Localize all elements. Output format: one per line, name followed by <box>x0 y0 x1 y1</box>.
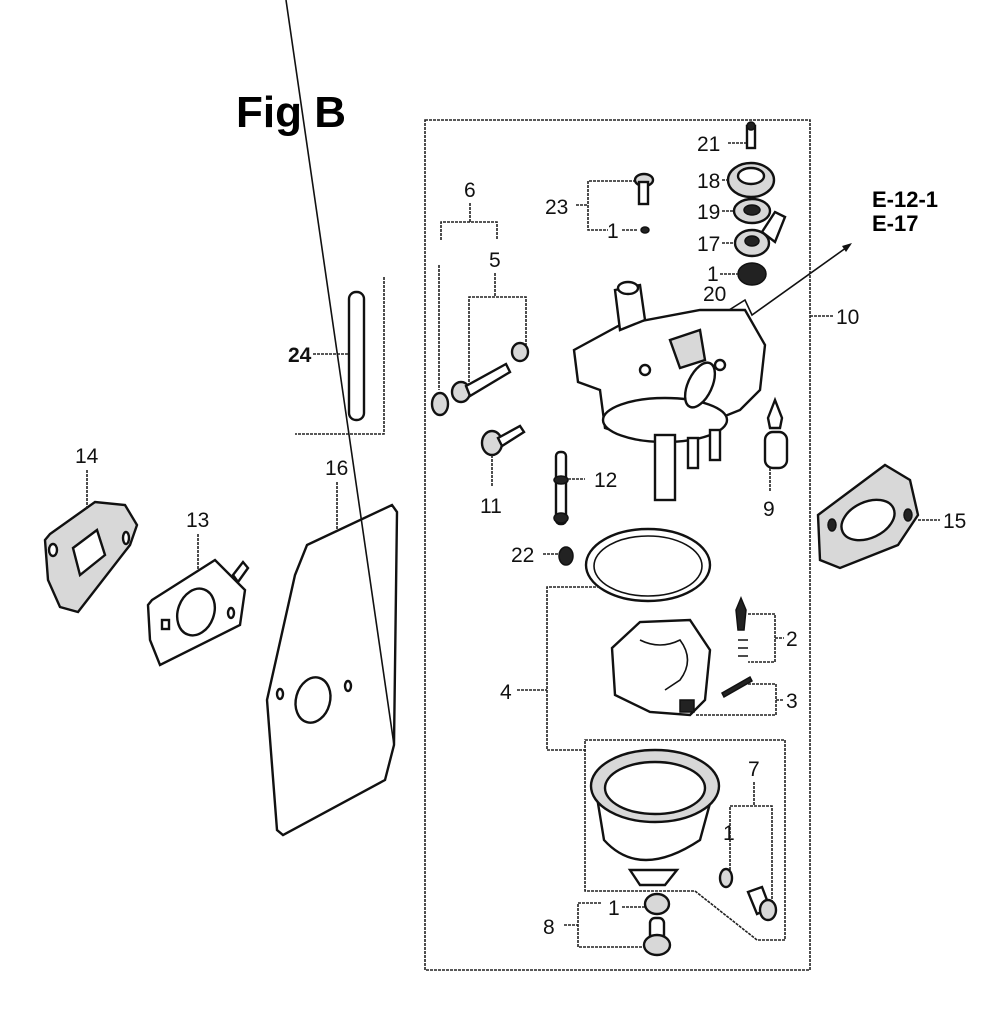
part-21-screw <box>745 121 757 150</box>
callout-4: 4 <box>500 681 512 704</box>
part-1-oring-top <box>737 262 767 286</box>
callout-21: 21 <box>697 133 720 156</box>
figure-title: Fig B <box>236 88 346 137</box>
part-24-frame <box>295 277 385 435</box>
callout-8: 8 <box>543 916 555 939</box>
arrow-head <box>842 243 852 252</box>
part-19-washer <box>732 197 772 225</box>
callout-3: 3 <box>786 690 798 713</box>
part-9-valve <box>763 396 789 470</box>
assembly-group-box <box>424 119 811 971</box>
callout-1d: 1 <box>608 897 620 920</box>
bracket-23 <box>587 180 640 231</box>
callout-10: 10 <box>836 306 859 329</box>
callout-15: 15 <box>943 510 966 533</box>
callout-1a: 1 <box>707 263 719 286</box>
callout-2: 2 <box>786 628 798 651</box>
reference-line-2: E-17 <box>872 211 919 236</box>
reference-line-1: E-12-1 <box>872 187 939 212</box>
part-4-float <box>610 618 712 717</box>
part-1-small-oring <box>640 226 650 234</box>
part-8-bolt <box>642 916 672 957</box>
callout-9: 9 <box>763 498 775 521</box>
callout-7: 7 <box>748 758 760 781</box>
reference-callout: E-12-1 E-17 <box>872 188 938 236</box>
bracket-3 <box>695 683 777 716</box>
float-chamber-gasket-inner <box>593 535 703 597</box>
part-5-pilot-screw <box>430 341 530 417</box>
callout-1c: 1 <box>723 822 735 845</box>
callout-16: 16 <box>325 457 348 480</box>
callout-5: 5 <box>489 249 501 272</box>
callout-20: 20 <box>703 283 726 306</box>
bracket-7 <box>729 805 773 905</box>
bracket-4 <box>546 586 600 751</box>
callout-19: 19 <box>697 201 720 224</box>
part-18-cap <box>726 161 776 199</box>
callout-24: 24 <box>288 344 312 367</box>
part-3-pin <box>721 675 753 699</box>
part-8-washer <box>643 892 671 916</box>
part-13-gasket <box>146 558 250 667</box>
part-15-insulator <box>816 463 920 570</box>
part-16-plate <box>265 0 399 837</box>
float-chamber-gasket <box>584 527 712 603</box>
callout-13: 13 <box>186 509 209 532</box>
callout-22: 22 <box>511 544 534 567</box>
callout-1b: 1 <box>607 220 619 243</box>
bracket-6 <box>440 221 498 240</box>
callout-14: 14 <box>75 445 99 468</box>
callout-18: 18 <box>697 170 720 193</box>
part-23-screw <box>633 172 655 206</box>
bracket-5 <box>468 296 527 390</box>
part-float-bowl <box>589 748 721 887</box>
bowl-group-box <box>584 739 786 941</box>
callout-17: 17 <box>697 233 720 256</box>
part-2-float-valve <box>735 596 748 657</box>
part-10-carburetor-body <box>572 280 767 502</box>
part-11-drain-screw <box>480 424 526 457</box>
callout-23: 23 <box>545 196 568 219</box>
part-14-gasket <box>43 500 139 614</box>
bracket-2 <box>748 613 776 663</box>
callout-11: 11 <box>480 495 502 518</box>
callout-12: 12 <box>594 469 617 492</box>
callout-6: 6 <box>464 179 476 202</box>
part-24-tube <box>347 290 366 422</box>
part-12-jet <box>553 450 569 526</box>
part-22-jet <box>558 546 574 566</box>
part-7-washer <box>718 867 734 889</box>
part-7-drain-screw <box>746 885 778 922</box>
